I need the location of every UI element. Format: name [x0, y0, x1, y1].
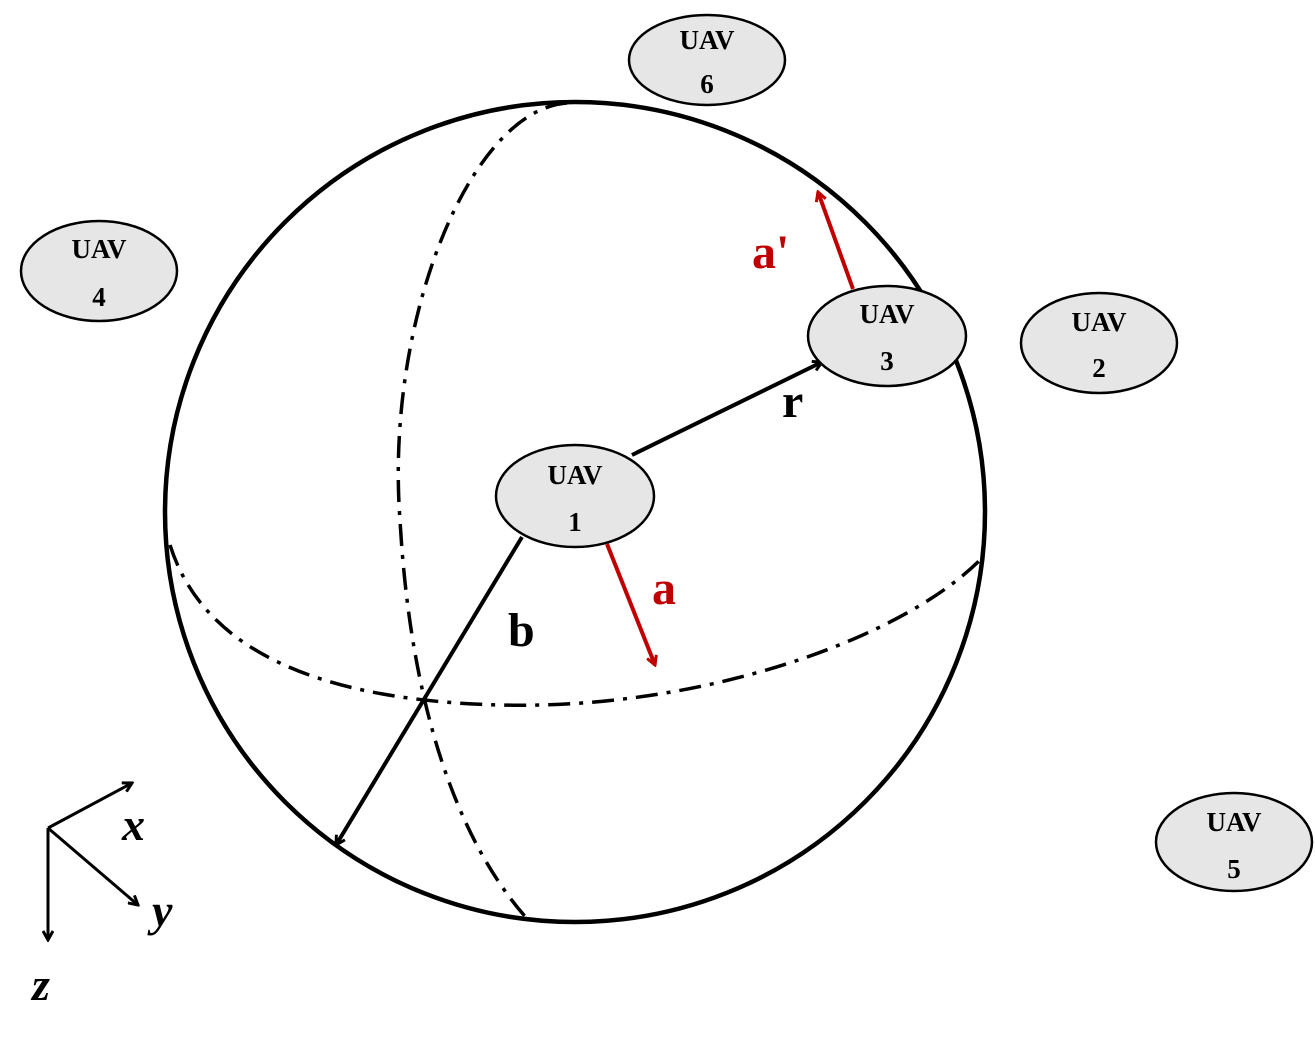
sphere-equator [168, 544, 982, 707]
uav-1-title: UAV [547, 460, 603, 490]
sphere-outline [162, 99, 988, 925]
uav-2-id: 2 [1092, 353, 1106, 383]
uav-2-title: UAV [1071, 307, 1127, 337]
vector-a-arrow [605, 543, 655, 665]
uav-1-id: 1 [568, 507, 582, 537]
uav-node-1: UAV 1 [494, 443, 656, 549]
uav-3-id: 3 [880, 346, 894, 376]
uav-node-6: UAV 6 [627, 13, 787, 107]
vector-r-arrow [631, 362, 822, 457]
uav-5-id: 5 [1227, 854, 1241, 884]
vector-a-label: a [652, 562, 676, 615]
uav-6-id: 6 [700, 69, 714, 99]
vector-a-prime-arrow [818, 192, 855, 290]
uav-5-title: UAV [1206, 807, 1262, 837]
axis-y-label: y [147, 885, 173, 936]
coordinate-axes [48, 783, 138, 940]
sphere-meridian [396, 101, 568, 924]
vector-a-prime-label: a' [752, 226, 789, 279]
axis-x-label: x [121, 799, 145, 850]
uav-node-4: UAV 4 [19, 219, 179, 323]
vector-r-label: r [782, 375, 803, 428]
axis-z-label: z [30, 959, 50, 1010]
vector-b-arrow [334, 535, 524, 845]
uav-node-2: UAV 2 [1019, 291, 1179, 395]
uav-4-id: 4 [92, 282, 106, 312]
uav-3-title: UAV [859, 299, 915, 329]
uav-6-title: UAV [679, 25, 735, 55]
uav-4-title: UAV [71, 234, 127, 264]
uav-node-5: UAV 5 [1154, 791, 1314, 893]
vector-b-label: b [508, 604, 535, 657]
uav-node-3: UAV 3 [806, 284, 968, 388]
